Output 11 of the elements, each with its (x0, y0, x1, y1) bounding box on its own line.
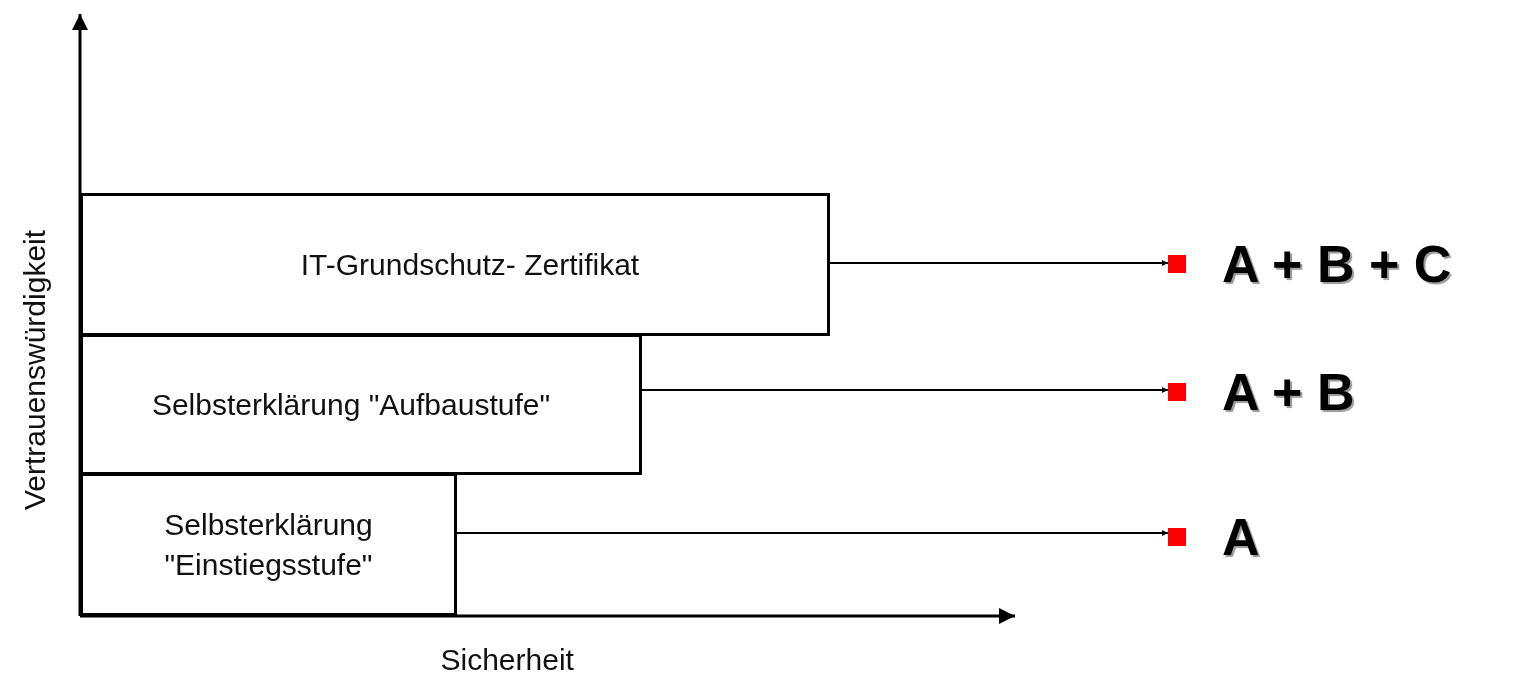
requirement-label: A + B (1222, 362, 1355, 422)
arrow (641, 387, 1169, 393)
arrow (456, 530, 1169, 536)
x-axis-label: Sicherheit (440, 643, 574, 676)
level-box: Selbsterklärung "Einstiegsstufe" (80, 473, 457, 616)
level-box: Selbsterklärung "Aufbaustufe" (80, 334, 642, 475)
arrow (829, 260, 1169, 266)
y-axis-label: Vertrauenswürdigkeit (18, 229, 53, 511)
level-box: IT-Grundschutz- Zertifikat (80, 193, 830, 336)
requirement-label: A (1222, 507, 1260, 567)
requirement-label: A + B + C (1222, 234, 1452, 294)
